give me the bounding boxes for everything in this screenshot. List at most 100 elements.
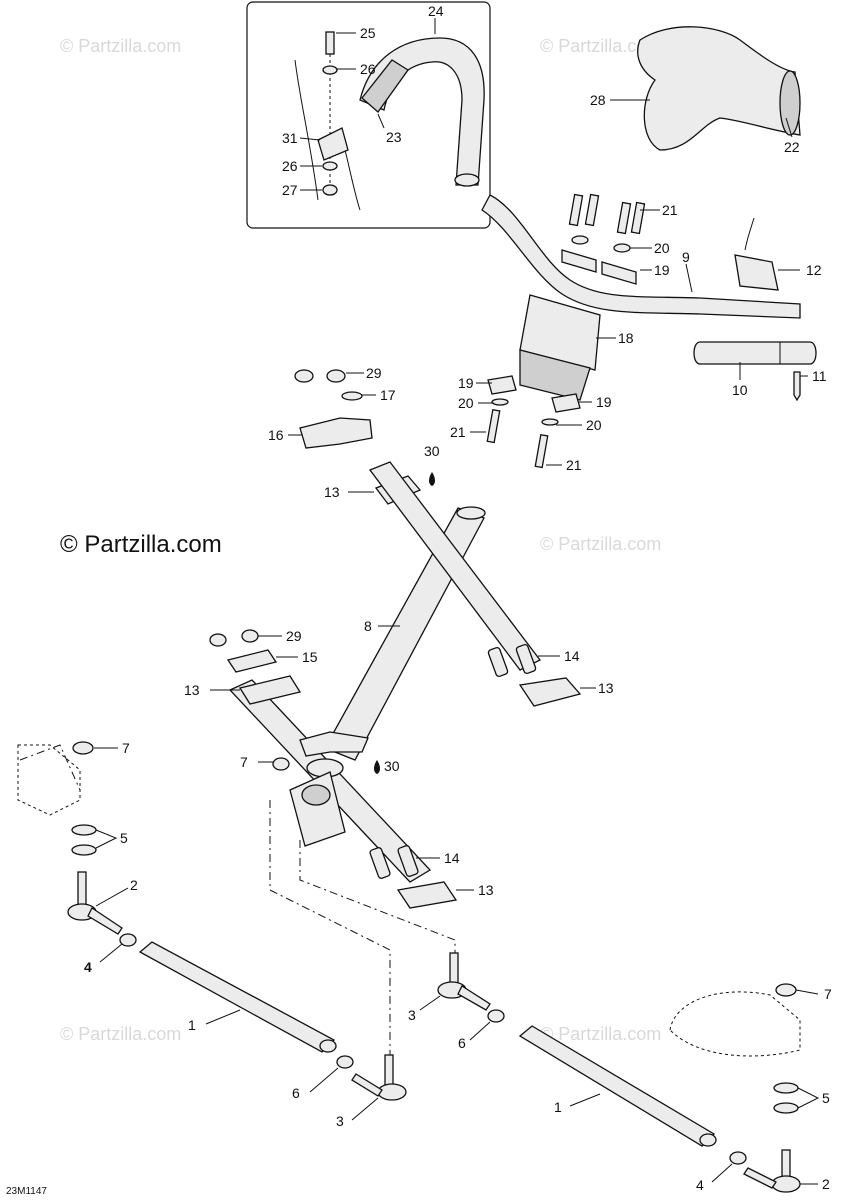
bushing-part-14d (397, 845, 419, 877)
column-flange (299, 731, 369, 757)
bolt-part-21f (534, 433, 549, 469)
callout-20-a: 20 (654, 240, 670, 256)
clamp-part-31 (317, 127, 349, 161)
bolt-part-25 (325, 31, 335, 55)
callout-labels: 25 24 26 23 31 26 27 28 22 21 20 9 19 12… (84, 3, 832, 1193)
callout-21-c: 21 (566, 457, 582, 473)
callout-7-b: 7 (240, 754, 248, 770)
bolt-part-21e (486, 408, 501, 444)
watermark-bottom-right: © Partzilla.com (540, 1024, 661, 1044)
inset-bar-right-edge (344, 149, 361, 211)
callout-22: 22 (784, 139, 800, 155)
bolt-part-21c (616, 201, 632, 235)
tie-rod-end-1b (699, 1133, 717, 1147)
callout-13-d: 13 (478, 882, 494, 898)
watermark-bottom-left: © Partzilla.com (60, 1024, 181, 1044)
mount-plate-hole (301, 784, 331, 806)
bushing-part-14b (515, 643, 537, 675)
nut-part-27 (322, 184, 338, 196)
tie-rod-part-1b (518, 1025, 716, 1147)
tie-rod-end-stud-2a (77, 871, 87, 909)
callout-29-a: 29 (366, 365, 382, 381)
callout-30-b: 30 (384, 758, 400, 774)
callout-4-b: 4 (696, 1177, 704, 1193)
leader-lines (94, 18, 820, 1185)
tie-rod-end-1a (319, 1039, 337, 1053)
callout-16: 16 (268, 427, 284, 443)
assembly-line-frame-left (19, 744, 81, 791)
steering-column-part-8 (324, 507, 485, 761)
callout-25: 25 (360, 25, 376, 41)
callout-3-a: 3 (408, 1007, 416, 1023)
callout-27: 27 (282, 182, 298, 198)
callout-7-c: 7 (824, 986, 832, 1002)
callout-7-a: 7 (122, 740, 130, 756)
bolt-part-21b (584, 193, 600, 227)
nut-part-7a (72, 741, 94, 755)
nut-part-7c (775, 983, 797, 997)
detail-inset-frame (246, 1, 491, 229)
callout-21-b: 21 (450, 424, 466, 440)
callout-21-a: 21 (662, 202, 678, 218)
assembly-line-left (269, 800, 391, 1060)
screw-part-11 (793, 371, 801, 402)
washer-part-26a (322, 65, 338, 75)
washer-part-5a (71, 824, 97, 836)
riser-clamp (519, 349, 591, 401)
assembly-line-right (299, 840, 456, 960)
callout-30-a: 30 (424, 443, 440, 459)
bolt-part-21d (630, 201, 646, 235)
callout-13-a: 13 (324, 484, 340, 500)
grip-part-10 (693, 341, 817, 365)
callout-26-b: 26 (282, 158, 298, 174)
watermark-top-right: © Partzilla.com (540, 36, 661, 56)
callout-12: 12 (806, 262, 822, 278)
callout-17: 17 (380, 387, 396, 403)
tie-rod-end-thread-3a (457, 985, 491, 1011)
bushing-part-14a (487, 646, 509, 678)
watermark-main: © Partzilla.com (60, 531, 222, 558)
clamp-part-19a (561, 249, 597, 273)
callout-28: 28 (590, 92, 606, 108)
callout-4-a: 4 (84, 959, 92, 975)
washer-part-5b (71, 844, 97, 856)
callout-1-b: 1 (554, 1099, 562, 1115)
throttle-cable (744, 217, 755, 251)
handlebar-end-opening (454, 173, 480, 187)
tie-rod-part-1a (138, 941, 336, 1053)
handlebar-part-9 (481, 194, 801, 319)
support-tube-upper (368, 461, 541, 671)
washer-part-17 (341, 391, 363, 401)
nut-part-6a (487, 1009, 505, 1023)
washer-part-20a (571, 235, 589, 245)
callout-29-b: 29 (286, 628, 302, 644)
callout-19-a: 19 (654, 262, 670, 278)
callout-13-c: 13 (598, 680, 614, 696)
clamp-part-19c (487, 375, 517, 395)
diagram-code: 23M1147 (6, 1186, 47, 1197)
callout-14-a: 14 (564, 648, 580, 664)
bushing-part-14c (369, 847, 391, 879)
callout-1-a: 1 (188, 1017, 196, 1033)
washer-part-5c (773, 1082, 799, 1094)
callout-15: 15 (302, 649, 318, 665)
callout-10: 10 (732, 382, 748, 398)
throttle-housing-part-12 (734, 254, 779, 291)
clamp-part-19b (601, 261, 637, 285)
nut-part-29d (241, 629, 259, 643)
clamp-part-19d (551, 393, 581, 413)
callout-13-b: 13 (184, 682, 200, 698)
nut-part-7b (272, 757, 290, 771)
plate-part-15 (226, 649, 278, 673)
grip-cover-end-22 (779, 70, 801, 136)
bolt-part-21a (568, 193, 584, 227)
callout-19-c: 19 (596, 394, 612, 410)
clamp-part-13d (396, 881, 458, 909)
callout-24: 24 (428, 3, 444, 19)
tie-rod-end-thread-2a (87, 907, 123, 935)
frame-bracket-left (17, 744, 81, 816)
watermark-group: © Partzilla.com © Partzilla.com © Partzi… (60, 36, 661, 1044)
watermark-top-left: © Partzilla.com (60, 36, 181, 56)
